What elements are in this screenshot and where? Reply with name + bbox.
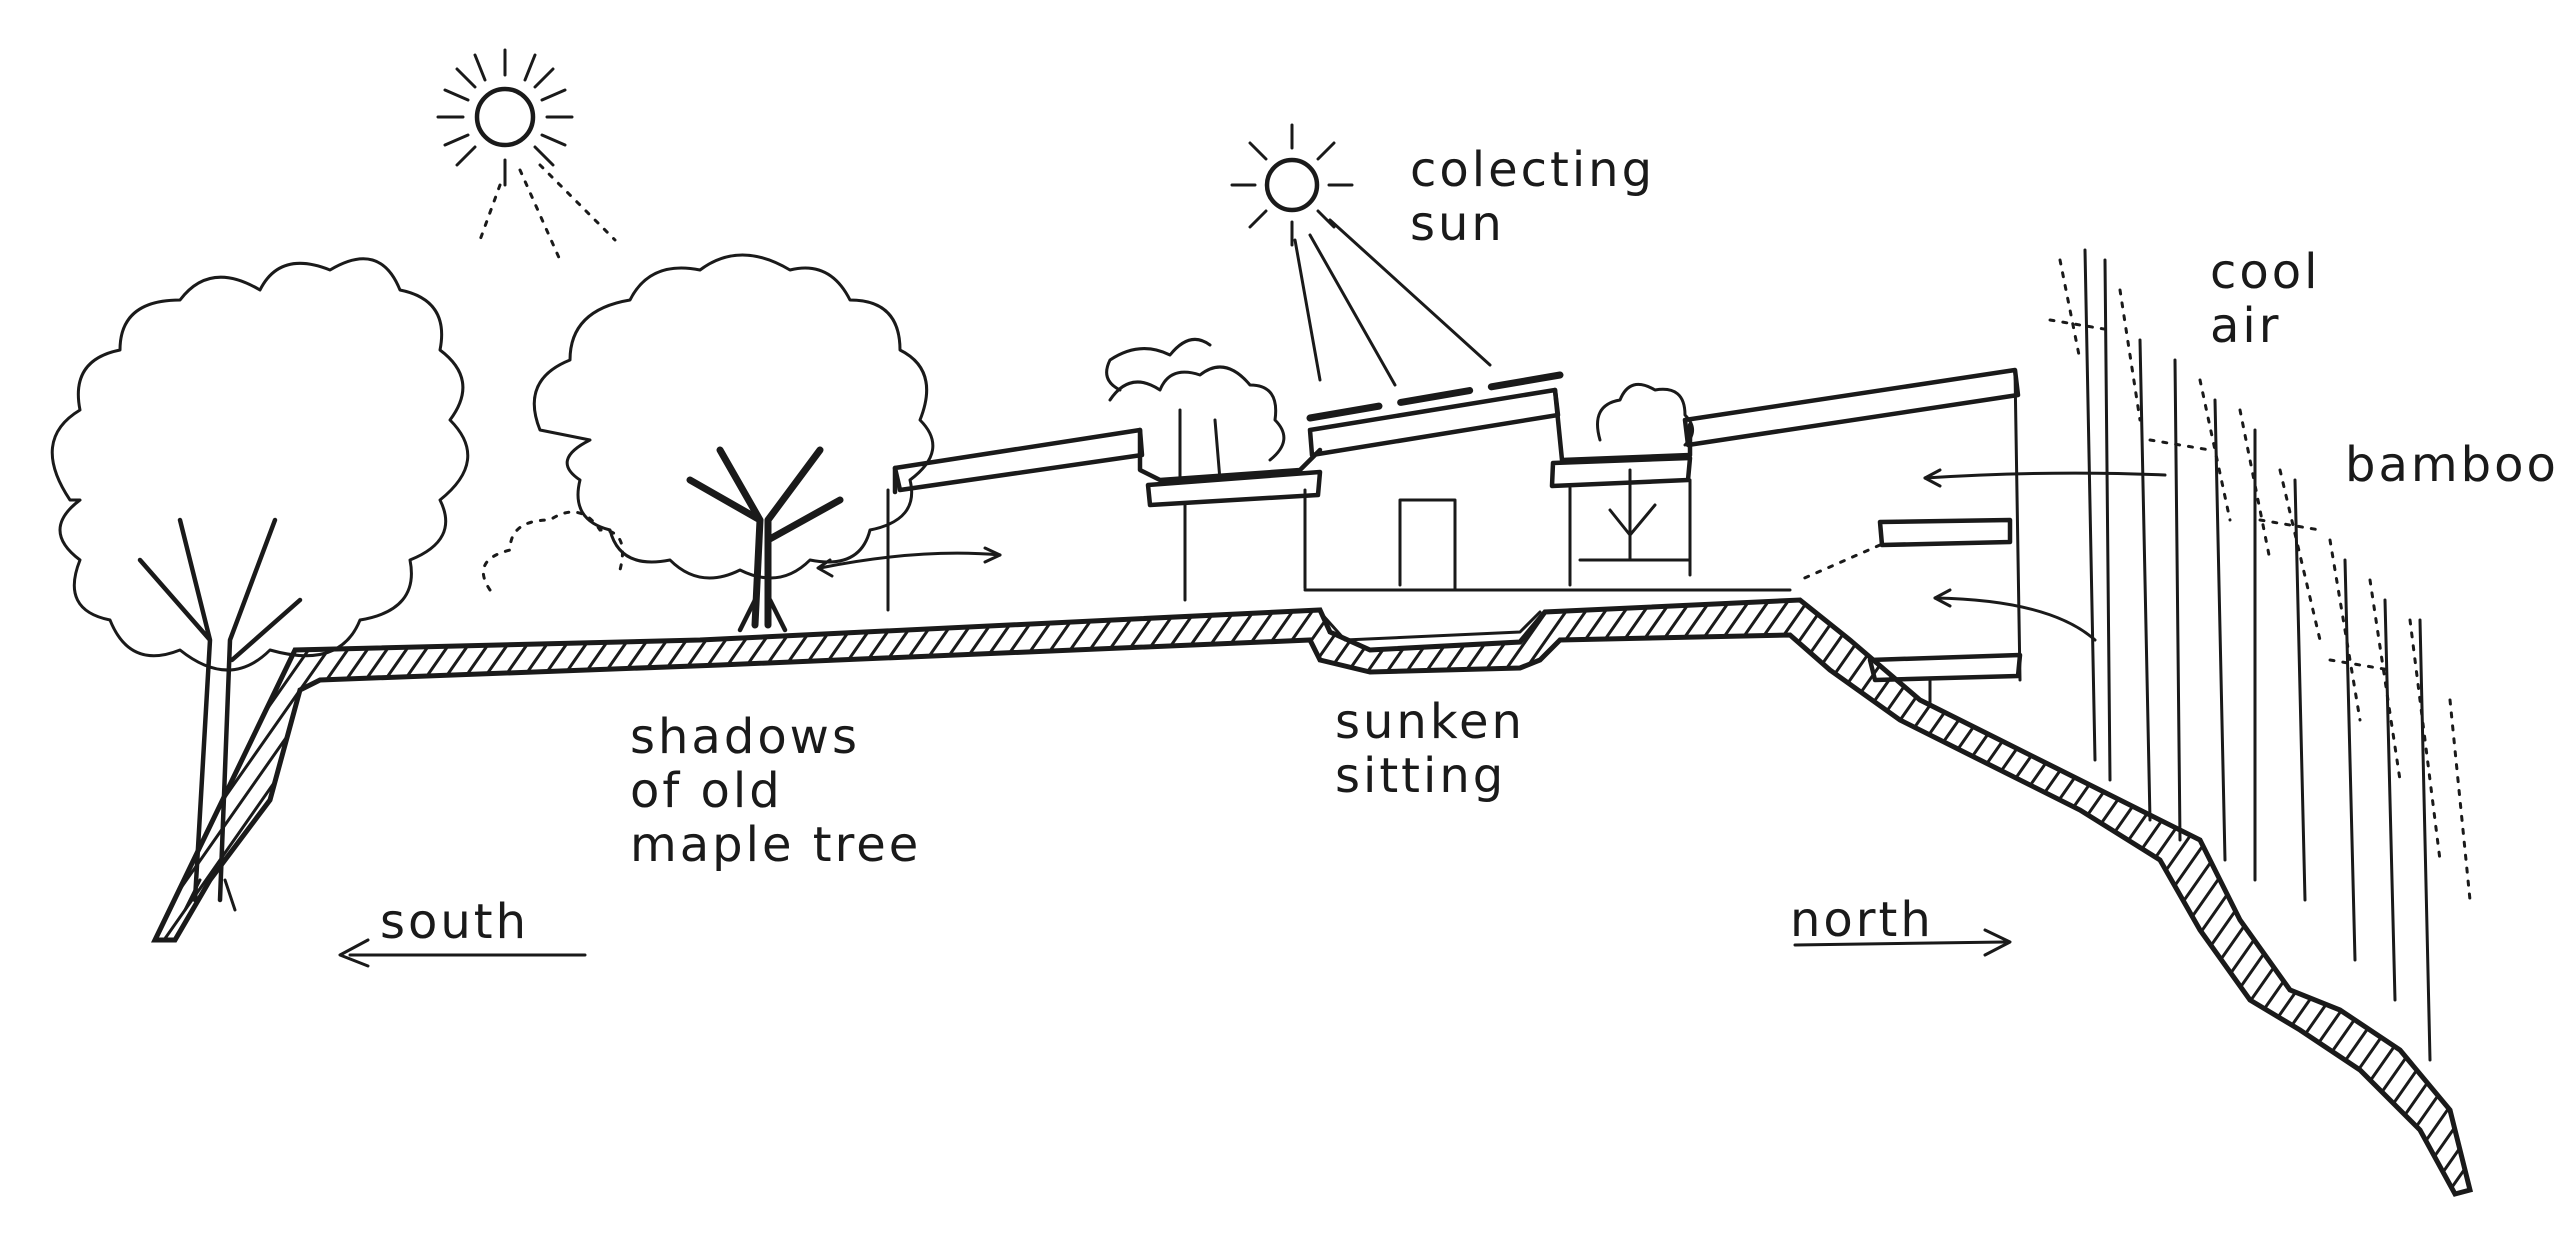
south-label: south [380, 894, 530, 950]
collecting-sun-label: colecting sun [1410, 142, 1656, 252]
shadows-label: shadows of old maple tree [630, 709, 922, 873]
cool-air-label: cool air [2210, 244, 2321, 354]
north-label: north [1790, 892, 1934, 948]
sun-icon [436, 48, 617, 262]
sunken-sitting-label: sunken sitting [1335, 694, 1525, 804]
maple-tree [481, 253, 935, 633]
left-tree [50, 257, 470, 912]
courtyard-shrubs [1105, 337, 1694, 562]
bamboo-label: bamboo [2345, 437, 2559, 493]
arrow-left-icon [338, 938, 587, 968]
arrow-right-icon [1793, 928, 2012, 957]
sun-icon [1230, 123, 1492, 387]
house-section [816, 367, 2167, 707]
bamboo-grove [2048, 248, 2472, 1062]
ground-section [151, 597, 2474, 1197]
